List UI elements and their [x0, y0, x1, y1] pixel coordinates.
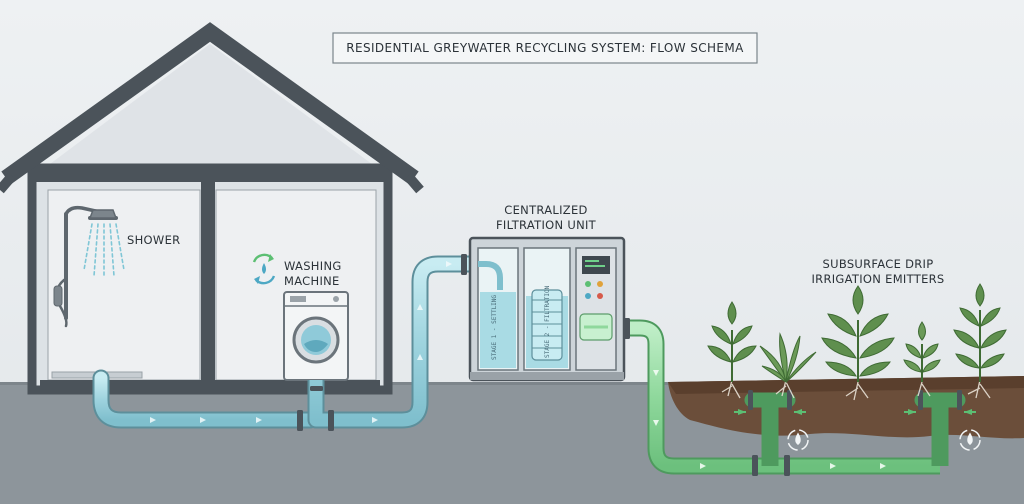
- title-box: RESIDENTIAL GREYWATER RECYCLING SYSTEM: …: [332, 32, 758, 64]
- greywater-pipe: [92, 254, 470, 431]
- drip-emitter-icon: [734, 409, 976, 415]
- flow-arrow-icon: [653, 370, 886, 469]
- filter-stage-2-label: STAGE 2 - FILTRATION: [544, 285, 551, 358]
- soil-top: [668, 376, 1024, 394]
- irrigation-label-line2: IRRIGATION EMITTERS: [811, 272, 944, 286]
- filter-stage-1-label: STAGE 1 - SETTLING: [491, 295, 498, 360]
- washing-machine-icon: [283, 291, 349, 381]
- ground-edge: [0, 382, 1024, 385]
- treated-water-pipe: [624, 318, 966, 476]
- diagram-title: RESIDENTIAL GREYWATER RECYCLING SYSTEM: …: [346, 41, 744, 55]
- washing-machine-label-line2: MACHINE: [284, 274, 340, 288]
- filtration-label-line2: FILTRATION UNIT: [496, 218, 597, 232]
- flow-arrow-icon: [150, 261, 452, 423]
- filtration-label-line1: CENTRALIZED: [504, 203, 587, 217]
- filtration-unit: STAGE 1 - SETTLING STAGE 2 - FILTRATION: [468, 236, 626, 382]
- shower-label: SHOWER: [127, 233, 180, 247]
- shower-icon: [53, 205, 125, 328]
- irrigation-label-line1: SUBSURFACE DRIP: [823, 257, 934, 271]
- drip-emitter-icon: [787, 429, 981, 451]
- washing-machine-label-line1: WASHING: [284, 259, 342, 273]
- plant-icon: [707, 283, 1007, 401]
- recycle-droplet-icon: [252, 253, 276, 285]
